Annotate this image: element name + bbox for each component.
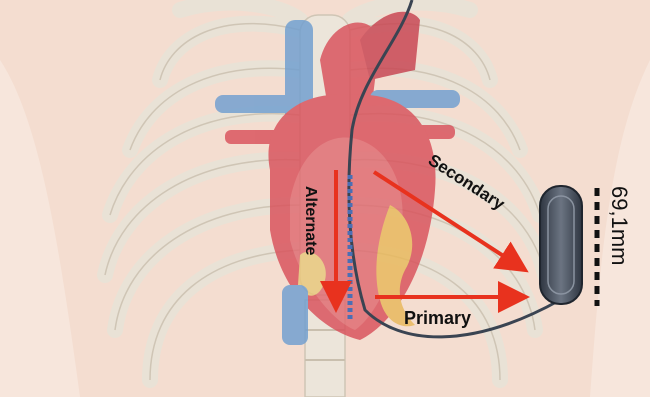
primary-label: Primary [404,308,471,328]
alternate-label: Alternate [302,186,319,255]
icd-generator-icon [540,186,582,304]
measurement-label: 69,1mm [607,186,632,265]
